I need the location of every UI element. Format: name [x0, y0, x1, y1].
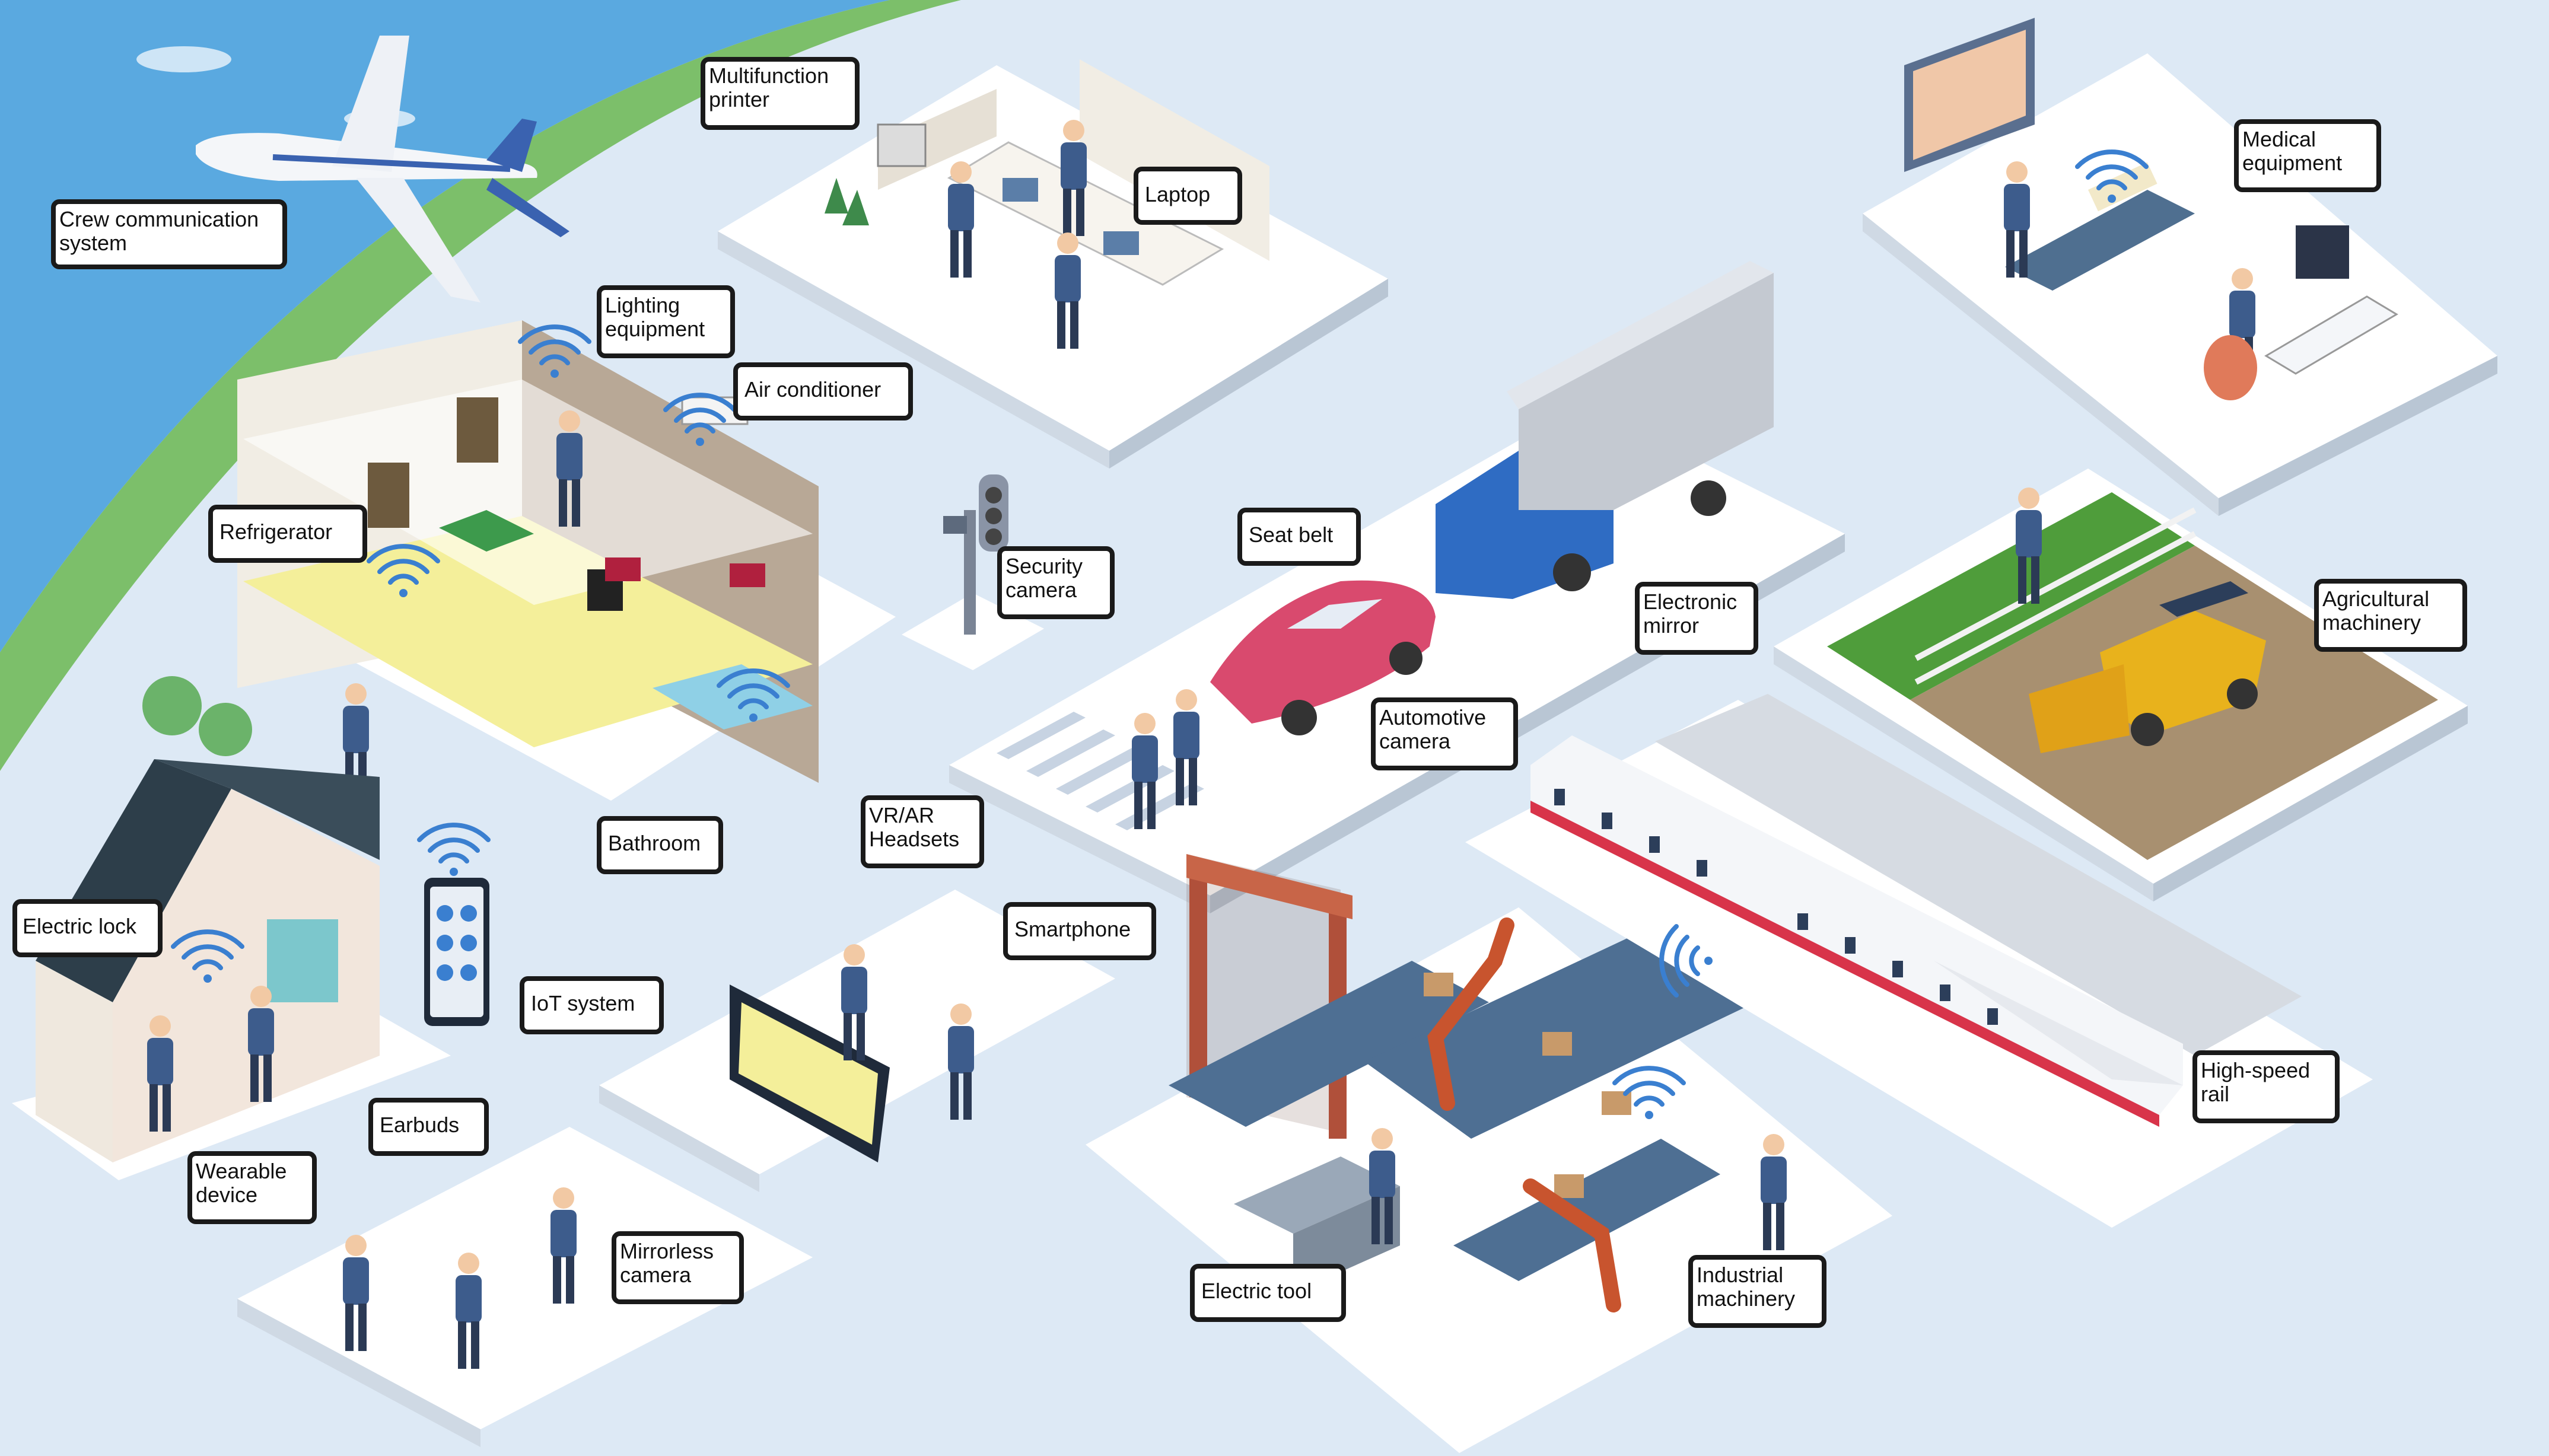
callout-electronic-mirror: Electronic mirror: [1635, 582, 1758, 655]
mirrorless-camera-label: Mirrorless camera: [620, 1240, 714, 1287]
callout-high-speed-rail: High-speed rail: [2192, 1050, 2340, 1123]
wearable-device-label: Wearable device: [196, 1159, 287, 1207]
bathroom-label: Bathroom: [608, 831, 701, 855]
hospital-platform: [1863, 18, 2497, 516]
air-conditioner-label: Air conditioner: [744, 378, 882, 402]
callout-mirrorless-camera: Mirrorless camera: [612, 1231, 744, 1304]
callout-vr-ar-headsets: VR/AR Headsets: [861, 795, 984, 868]
lighting-equipment-label: Lighting equipment: [605, 294, 705, 341]
callout-security-camera: Security camera: [997, 546, 1115, 619]
callout-lighting-equipment: Lighting equipment: [597, 285, 735, 358]
high-speed-rail-label: High-speed rail: [2201, 1059, 2311, 1106]
callout-bathroom: Bathroom: [597, 816, 723, 874]
callout-earbuds: Earbuds: [368, 1098, 489, 1156]
wifi-icon: [419, 825, 488, 876]
refrigerator-label: Refrigerator: [219, 520, 333, 544]
callout-refrigerator: Refrigerator: [208, 505, 367, 563]
seat-belt-label: Seat belt: [1249, 523, 1334, 547]
callout-laptop: Laptop: [1134, 167, 1242, 225]
electric-tool-label: Electric tool: [1201, 1279, 1312, 1303]
callout-electric-tool: Electric tool: [1190, 1264, 1346, 1322]
callout-agricultural-machinery: Agricultural machinery: [2314, 579, 2467, 652]
callout-smartphone: Smartphone: [1003, 902, 1156, 960]
vr-ar-headsets-label: VR/AR Headsets: [869, 804, 960, 851]
airplane-illustration: [196, 36, 569, 302]
medical-equipment-label: Medical equipment: [2242, 128, 2343, 175]
callout-medical-equipment: Medical equipment: [2234, 119, 2381, 192]
callout-seat-belt: Seat belt: [1237, 508, 1361, 566]
small-house: [12, 676, 451, 1180]
smartphone-label: Smartphone: [1014, 917, 1131, 941]
pedestrian-platform: [237, 1127, 813, 1447]
callout-electric-lock: Electric lock: [12, 899, 163, 957]
laptop-label: Laptop: [1145, 183, 1211, 206]
multifunction-printer-label: Multifunction printer: [709, 64, 829, 111]
earbuds-label: Earbuds: [380, 1113, 460, 1137]
callout-crew-communication: Crew communication system: [51, 199, 287, 269]
train-platform: [1465, 694, 2373, 1228]
callout-automotive-camera: Automotive camera: [1371, 697, 1518, 770]
callout-wearable-device: Wearable device: [187, 1151, 317, 1224]
callout-multifunction-printer: Multifunction printer: [701, 57, 860, 130]
callout-industrial-machinery: Industrial machinery: [1688, 1255, 1826, 1328]
iot-phone-illustration: [424, 878, 489, 1026]
security-camera-label: Security camera: [1005, 555, 1083, 602]
agricultural-machinery-label: Agricultural machinery: [2322, 587, 2430, 635]
vr-platform: [599, 890, 1115, 1192]
electronic-mirror-label: Electronic mirror: [1643, 590, 1737, 638]
office-platform: [718, 59, 1388, 469]
industrial-machinery-label: Industrial machinery: [1697, 1263, 1796, 1311]
callout-iot-system: IoT system: [520, 976, 664, 1034]
automotive-camera-label: Automotive camera: [1379, 706, 1487, 753]
house-platform: [237, 320, 896, 801]
farm-platform: [1774, 469, 2468, 901]
iot-system-label: IoT system: [531, 992, 635, 1015]
callout-air-conditioner: Air conditioner: [733, 362, 913, 420]
electric-lock-label: Electric lock: [23, 915, 137, 938]
crew-communication-label: Crew communication system: [59, 208, 259, 255]
